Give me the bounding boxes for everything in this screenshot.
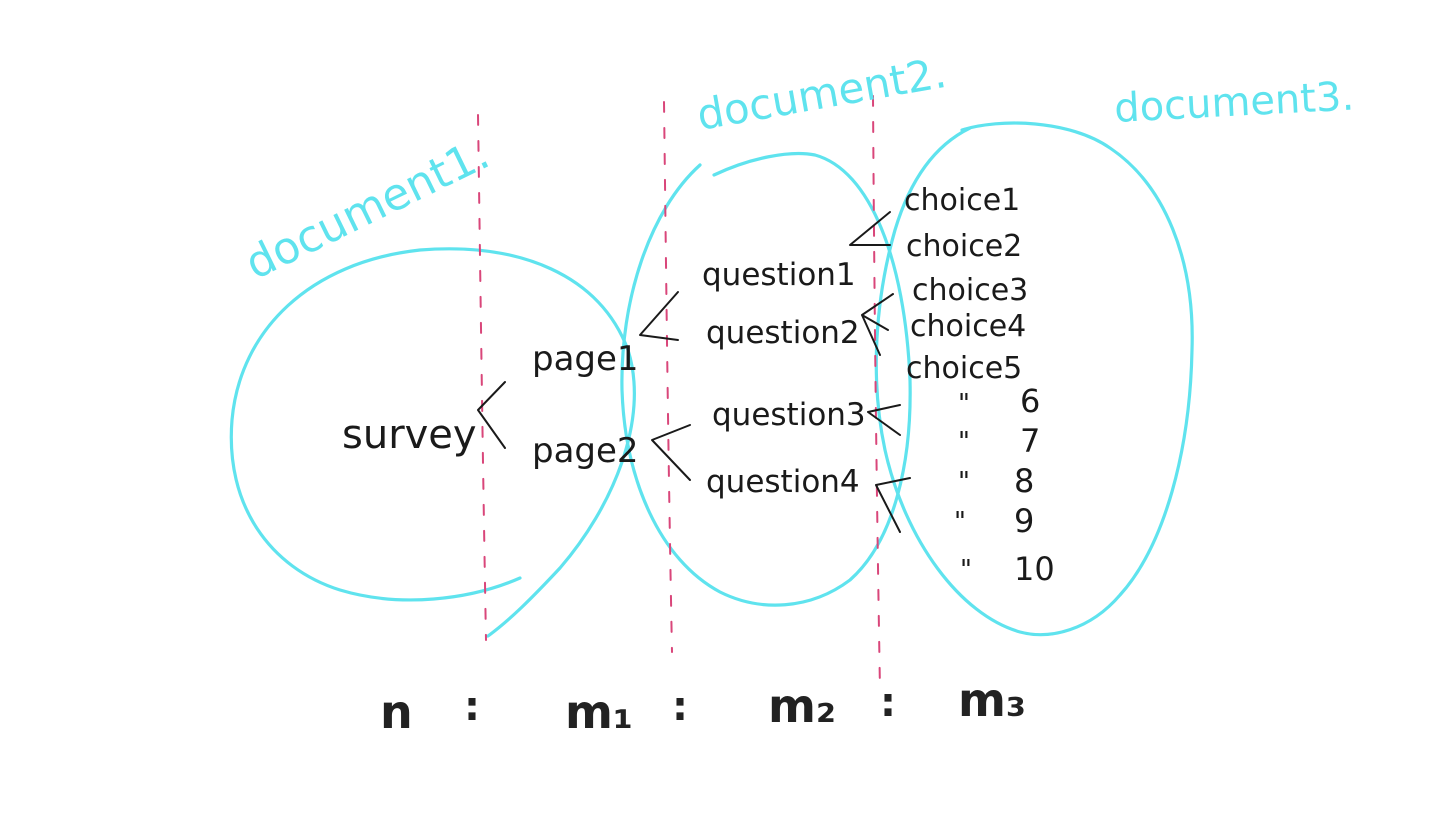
survey-branch [477,381,506,449]
question-node: question1 [702,257,856,293]
ratio-m1: m₁ [565,685,633,739]
survey-node: survey [342,412,477,458]
choice-node: choice5 [906,351,1022,386]
ditto-mark: " [958,389,970,419]
divider-1 [477,114,487,641]
question1-branch [849,211,891,246]
choice-number: 10 [1014,550,1055,588]
ratio-separator: : [464,684,480,730]
ratio-m3: m₃ [958,673,1026,727]
page1-branch [639,291,679,341]
document3-ellipse [874,121,1194,637]
document2-label: document2. [693,48,950,140]
ditto-mark: " [960,555,972,585]
ratio-separator: : [880,680,896,726]
choice-number: 8 [1014,462,1034,500]
divider-3 [872,95,881,691]
question3-branch [867,404,901,436]
question4-branch [875,477,911,533]
page2-branch [651,424,691,481]
document1-ellipse [229,247,636,638]
choice-number: 9 [1014,502,1034,540]
ditto-mark: " [954,507,966,537]
ratio-separator: : [672,684,688,730]
choice-number: 6 [1020,382,1040,420]
page-node: page1 [532,339,639,379]
question-node: question3 [712,397,866,433]
document2-ellipse [620,151,912,607]
page-node: page2 [532,431,639,471]
choice-node: choice4 [910,309,1026,344]
divider-2 [663,101,673,653]
document3-label: document3. [1113,73,1355,131]
question-node: question4 [706,464,860,500]
choice-node: choice2 [906,229,1022,264]
ditto-mark: " [958,427,970,457]
question-node: question2 [706,315,860,351]
ratio-n: n [380,685,413,739]
choice-number: 7 [1020,422,1040,460]
question2-branch [861,293,894,356]
ratio-m2: m₂ [768,679,836,733]
choice-node: choice1 [904,183,1020,218]
ditto-mark: " [958,467,970,497]
document1-label: document1. [237,128,497,290]
choice-node: choice3 [912,273,1028,308]
